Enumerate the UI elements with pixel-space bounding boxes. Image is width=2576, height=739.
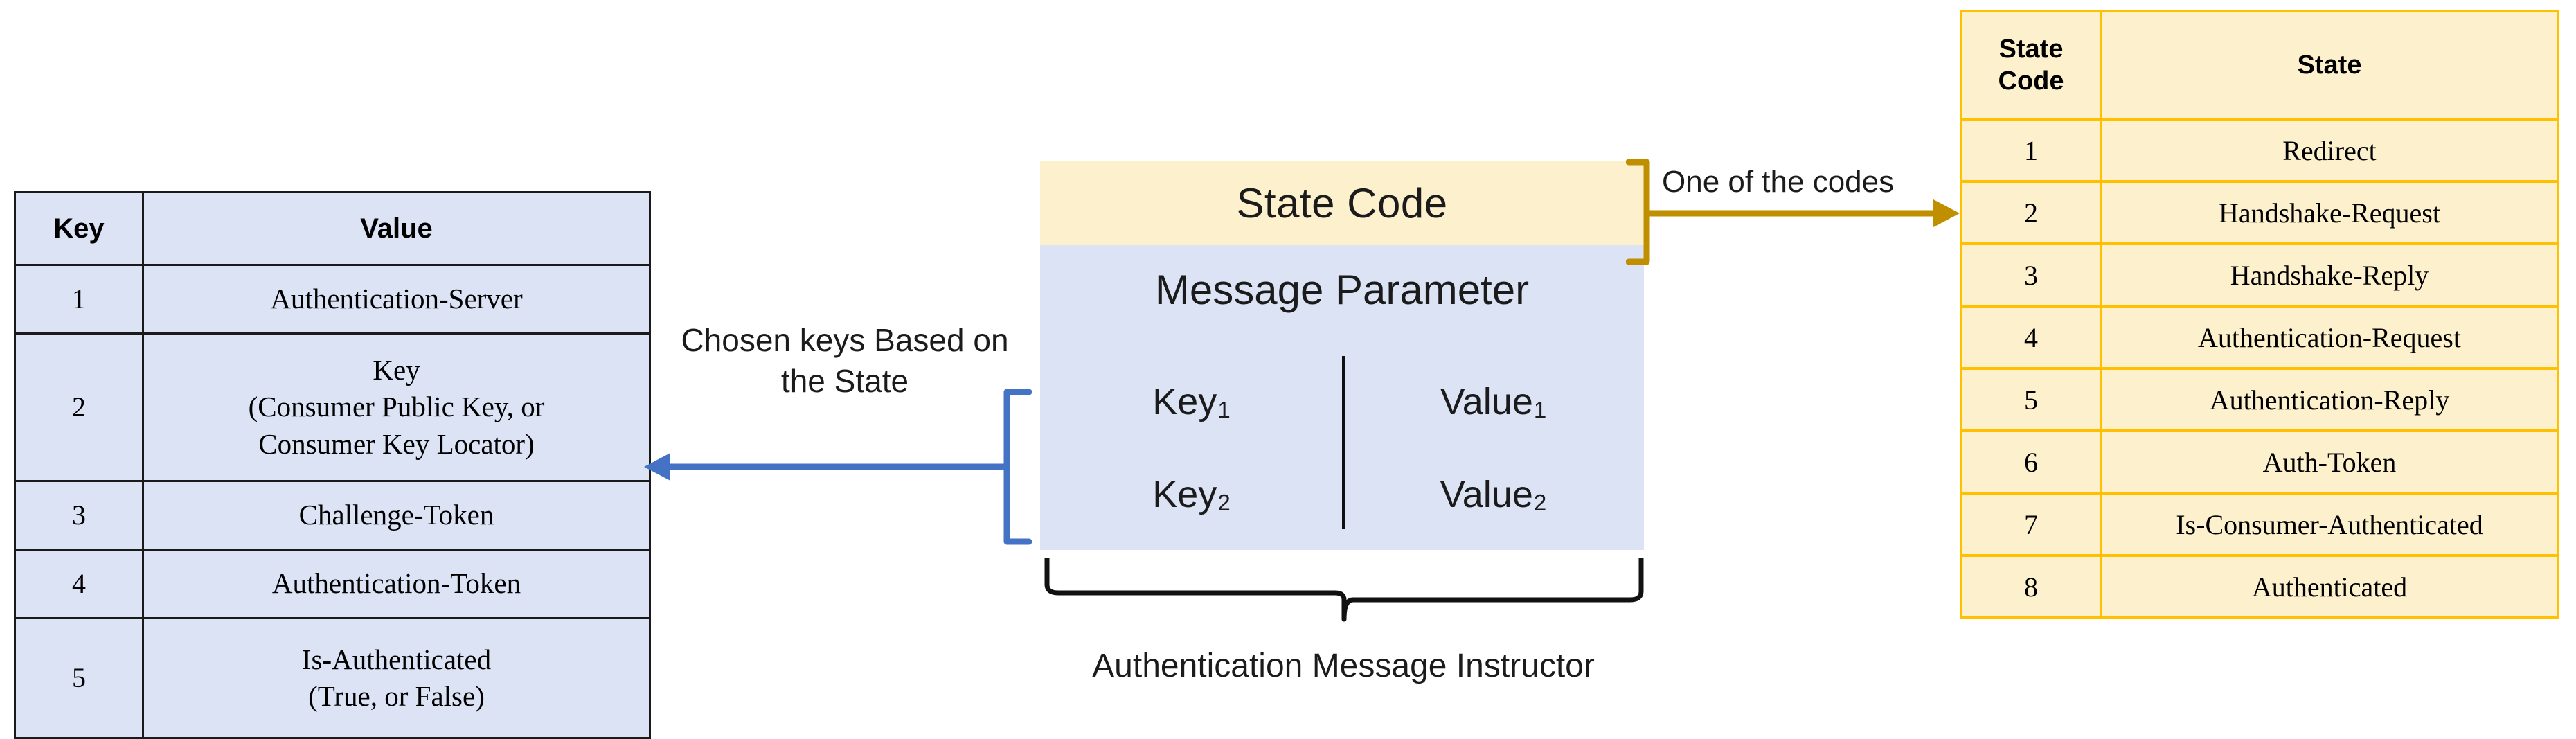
table-header-row: Key Value (14, 191, 651, 266)
cell-state: Handshake-Reply (2100, 242, 2559, 308)
cell-value: Challenge-Token (142, 480, 651, 551)
table-row: 6 Auth-Token (1960, 429, 2559, 495)
table-row: 3 Challenge-Token (14, 480, 651, 551)
column-header-state-code-line2: Code (1998, 66, 2064, 96)
state-code-box: State Code (1040, 161, 1644, 245)
cell-value-line1: Key (373, 354, 420, 386)
table-row: 2 Handshake-Request (1960, 180, 2559, 245)
state-code-label: State Code (1236, 179, 1448, 226)
blue-arrow-bracket-icon (644, 389, 1032, 545)
column-header-state-code-line1: State (1998, 34, 2064, 64)
cell-state-code: 6 (1960, 429, 2102, 495)
column-header-key: Key (14, 191, 144, 266)
diagram-canvas: Key Value 1 Authentication-Server 2 Key … (14, 10, 2559, 739)
cell-state: Auth-Token (2100, 429, 2559, 495)
cell-key: 2 (14, 332, 144, 482)
kv-key-2-sub: 2 (1217, 489, 1231, 515)
kv-value-2-base: Value (1440, 473, 1533, 515)
cell-key: 1 (14, 264, 144, 335)
table-row: 2 Key (Consumer Public Key, or Consumer … (14, 332, 651, 482)
cell-state: Redirect (2100, 118, 2559, 183)
cell-state-code: 8 (1960, 554, 2102, 619)
table-row: 7 Is-Consumer-Authenticated (1960, 492, 2559, 557)
bottom-brace (1044, 558, 1644, 622)
table-row: 8 Authenticated (1960, 554, 2559, 619)
cell-state-code: 5 (1960, 367, 2102, 432)
table-row: 4 Authentication-Request (1960, 305, 2559, 370)
kv-value-1-sub: 1 (1533, 396, 1547, 422)
cell-value-line2: (True, or False) (308, 680, 485, 712)
column-header-value: Value (142, 191, 651, 266)
table-row: 3 Handshake-Reply (1960, 242, 2559, 308)
blue-connector (644, 326, 1059, 554)
chosen-keys-annotation: Chosen keys Based on the State (665, 320, 1025, 402)
cell-value: Key (Consumer Public Key, or Consumer Ke… (142, 332, 651, 482)
table-row: 5 Is-Authenticated (True, or False) (14, 617, 651, 739)
cell-state: Authentication-Request (2100, 305, 2559, 370)
kv-value-1-base: Value (1440, 380, 1533, 422)
cell-value-line2: (Consumer Public Key, or (248, 391, 545, 423)
cell-state-code: 2 (1960, 180, 2102, 245)
cell-value: Authentication-Token (142, 549, 651, 619)
column-header-state-code: State Code (1960, 10, 2102, 121)
kv-key-1-base: Key (1152, 380, 1217, 422)
cell-key: 4 (14, 549, 144, 619)
kv-divider (1342, 356, 1345, 529)
table-row: 1 Redirect (1960, 118, 2559, 183)
cell-state: Is-Consumer-Authenticated (2100, 492, 2559, 557)
table-row: 5 Authentication-Reply (1960, 367, 2559, 432)
table-row: 1 Authentication-Server (14, 264, 651, 335)
cell-state-code: 7 (1960, 492, 2102, 557)
chosen-keys-line1: Chosen keys Based on (681, 322, 1009, 358)
one-of-the-codes-annotation: One of the codes (1662, 165, 1895, 199)
cell-state: Authentication-Reply (2100, 367, 2559, 432)
cell-state: Authenticated (2100, 554, 2559, 619)
kv-key-1-sub: 1 (1217, 396, 1231, 422)
cell-key: 3 (14, 480, 144, 551)
brace-caption: Authentication Message Instructor (1092, 648, 1595, 684)
table-header-row: State Code State (1960, 10, 2559, 121)
chosen-keys-line2: the State (780, 362, 909, 399)
column-header-state: State (2100, 10, 2559, 121)
kv-key-2-base: Key (1152, 473, 1217, 515)
gold-connector (1626, 158, 1972, 283)
cell-state-code: 1 (1960, 118, 2102, 183)
cell-value-line1: Is-Authenticated (301, 643, 492, 675)
cell-state: Handshake-Request (2100, 180, 2559, 245)
cell-key: 5 (14, 617, 144, 739)
cell-value: Is-Authenticated (True, or False) (142, 617, 651, 739)
cell-state-code: 4 (1960, 305, 2102, 370)
cell-value-line3: Consumer Key Locator) (258, 427, 535, 460)
curly-brace-icon (1044, 558, 1644, 622)
key-value-table: Key Value 1 Authentication-Server 2 Key … (14, 191, 651, 739)
state-code-table: State Code State 1 Redirect 2 Handshake-… (1960, 10, 2559, 619)
gold-arrow-bracket-icon (1626, 159, 1960, 265)
cell-value: Authentication-Server (142, 264, 651, 335)
cell-state-code: 3 (1960, 242, 2102, 308)
message-parameter-label: Message Parameter (1154, 267, 1530, 313)
kv-value-2-sub: 2 (1533, 489, 1547, 515)
table-row: 4 Authentication-Token (14, 549, 651, 619)
